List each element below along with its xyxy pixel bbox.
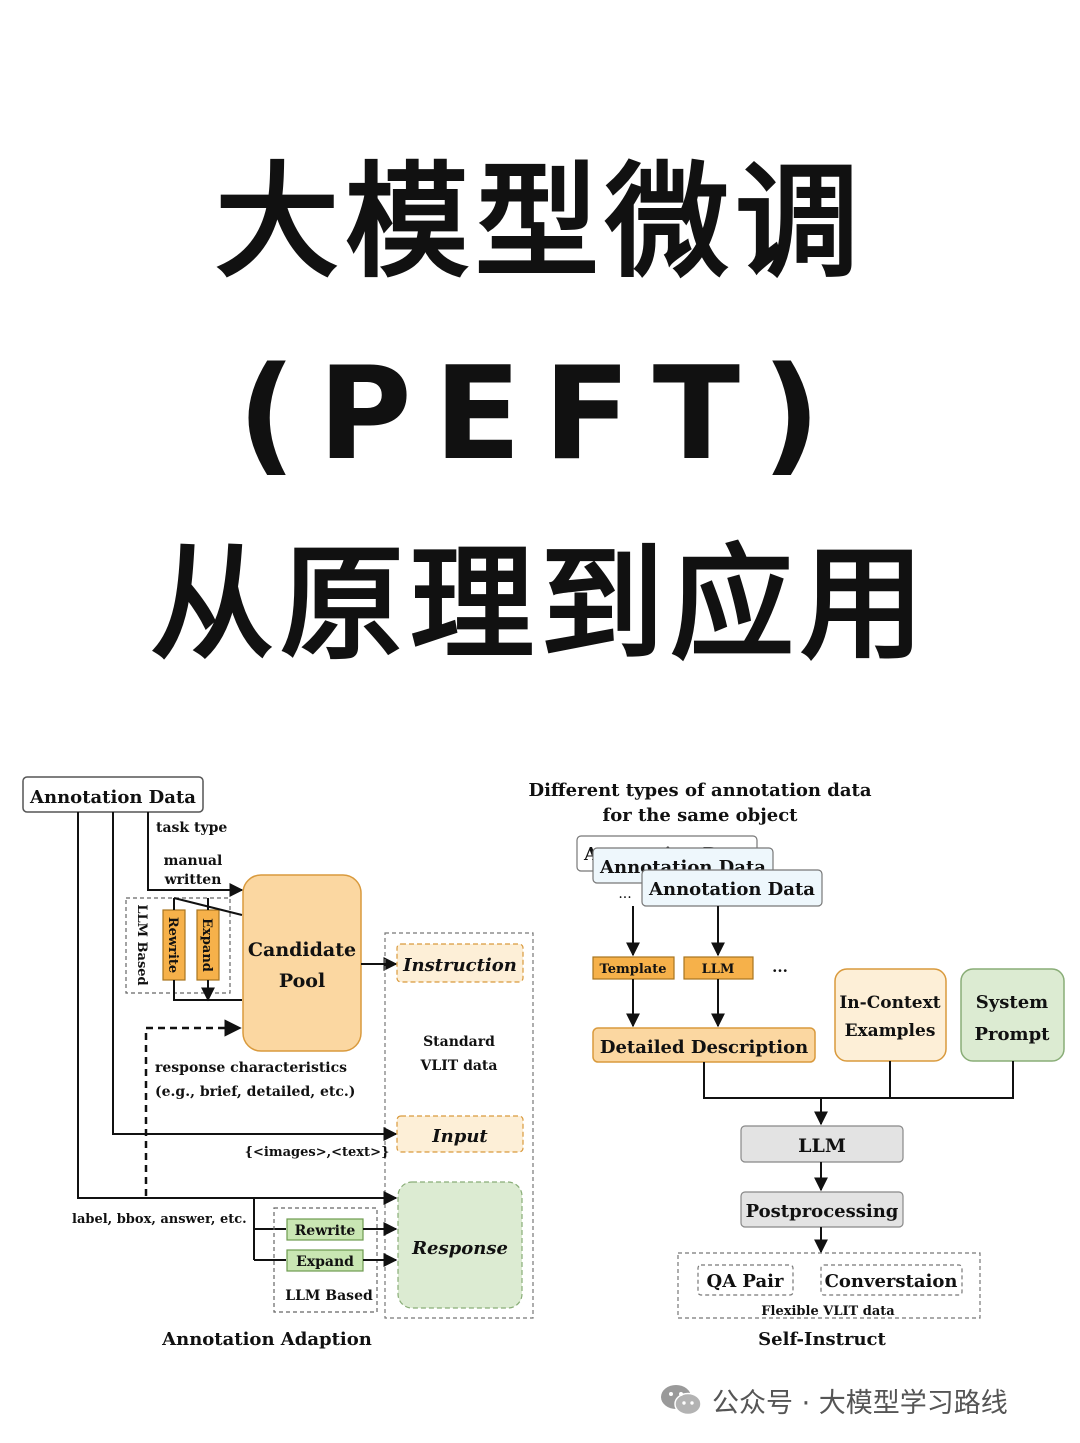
llm-based-vertical-label: LLM Based [134,904,149,985]
flexible-vlit-container [677,1252,981,1319]
title-line-1: 大模型微调 [214,151,865,295]
task-type-label: task type [156,820,227,836]
response-box [397,1181,523,1309]
instruction-label: Instruction [402,955,517,976]
footer-text: 公众号 · 大模型学习路线 [712,1387,1008,1419]
response-char-line2: (e.g., brief, detailed, etc.) [155,1084,355,1100]
conversation-label: Converstaion [825,1271,958,1292]
in-context-box [834,968,947,1062]
llm-small-label: LLM [702,962,735,977]
title-line-2: (PEFT) [237,340,843,489]
right-heading-line2: for the same object [602,805,798,826]
annotation-adaption-caption: Annotation Adaption [161,1329,372,1350]
left-diagram: Annotation Data task type manual written… [22,776,534,1350]
conversation-box [820,1264,963,1296]
candidate-pool-line1: Candidate [248,939,356,961]
llm-based-bottom-label: LLM Based [285,1288,373,1304]
input-label: Input [431,1126,488,1147]
images-text-label: {<images>,<text>} [245,1145,390,1160]
llm-based-bottom-arrow [173,980,242,1000]
llm-based-branch-line [253,1198,286,1261]
label-bbox-label: label, bbox, answer, etc. [72,1212,247,1227]
llm-dots: ... [772,958,788,976]
instruction-box [396,943,524,983]
postprocessing-label: Postprocessing [746,1201,899,1222]
template-label: Template [600,962,667,977]
in-context-line2: Examples [845,1021,936,1041]
title-line-3: 从原理到应用 [149,533,930,677]
annotation-stack-front [641,869,823,907]
wechat-icon [661,1385,702,1416]
standard-label-line1: Standard [423,1034,495,1050]
qa-pair-label: QA Pair [707,1271,784,1292]
manual-label: manual [164,853,223,869]
task-type-arrow [147,812,244,897]
written-label: written [164,872,222,888]
flexible-label: Flexible VLIT data [761,1304,895,1319]
standard-label-line2: VLIT data [420,1058,498,1074]
llm-label: LLM [798,1135,846,1157]
response-char-line1: response characteristics [155,1060,347,1076]
right-heading-line1: Different types of annotation data [528,780,871,801]
candidate-pool-line2: Pool [279,970,325,992]
annotation-to-input-arrow [112,812,398,1141]
candidate-pool-box [242,874,362,1052]
input-box [396,1115,524,1153]
system-prompt-line2: Prompt [975,1024,1051,1045]
expand-label: Expand [296,1254,354,1270]
response-label: Response [411,1238,508,1259]
standard-vlit-container [384,932,534,1319]
in-context-line1: In-Context [839,993,940,1013]
system-prompt-line1: System [976,992,1048,1013]
footer: 公众号 · 大模型学习路线 [660,1378,1008,1422]
qa-pair-box [697,1264,794,1296]
stack-dots: ... [618,886,631,902]
llm-based-top-arrow [173,897,243,916]
response-char-dashed-line [144,1019,242,1196]
expand-vertical-label: Expand [199,918,214,972]
self-instruct-caption: Self-Instruct [758,1329,886,1350]
rewrite-label: Rewrite [295,1223,356,1239]
merge-lines [703,1061,1014,1099]
annotation-to-response-arrow [77,812,398,1205]
annotation-data-label: Annotation Data [29,787,196,808]
annotation-stack-front-label: Annotation Data [648,879,815,900]
rewrite-vertical-label: Rewrite [165,917,180,973]
right-diagram: Different types of annotation data for t… [528,780,1065,1350]
detailed-description-label: Detailed Description [600,1037,808,1058]
system-prompt-box [960,968,1065,1062]
